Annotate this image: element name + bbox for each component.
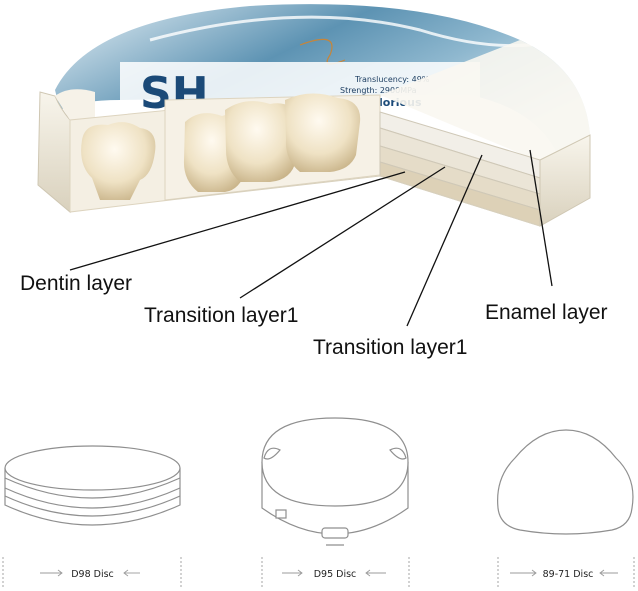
leader-lines <box>69 149 553 327</box>
label-89-71-disc: 89-71 Disc <box>543 569 594 580</box>
disc-rim-right <box>539 134 591 227</box>
leader-dentin <box>69 171 406 271</box>
label-d98-disc: D98 Disc <box>71 569 114 580</box>
tooth-1 <box>81 122 156 200</box>
leader-transition-b <box>406 154 483 327</box>
disc-rim-inner <box>55 89 95 120</box>
disc-product-image: SH Translucency: 49% Strength: 2900MPa G… <box>37 4 591 227</box>
arch-disc-icon <box>497 429 634 535</box>
label-d95-disc: D95 Disc <box>314 569 357 580</box>
leader-transition-a <box>239 166 446 299</box>
disc-d95 <box>261 417 409 546</box>
tooth-4 <box>285 93 361 172</box>
dimension-markers <box>2 557 635 588</box>
label-enamel-layer: Enamel layer <box>485 301 608 324</box>
spec-strength: Strength: 2900MPa <box>340 86 417 95</box>
label-dentin-layer: Dentin layer <box>20 272 132 295</box>
leader-enamel <box>529 149 553 287</box>
label-transition-layer-a: Transition layer1 <box>144 304 298 327</box>
disc-89-71 <box>497 429 634 535</box>
disc-d98 <box>4 445 181 526</box>
spec-translucency: Translucency: 49% <box>354 75 430 84</box>
disc-bottom-edge <box>169 175 541 227</box>
tooth-crowns <box>81 93 361 200</box>
round-disc-icon <box>4 445 181 526</box>
layer-stack <box>169 40 591 227</box>
notched-disc-icon <box>261 417 409 546</box>
cut-face-top <box>380 40 590 165</box>
tooth-3 <box>225 101 296 182</box>
label-transition-layer-b: Transition layer1 <box>313 336 467 359</box>
